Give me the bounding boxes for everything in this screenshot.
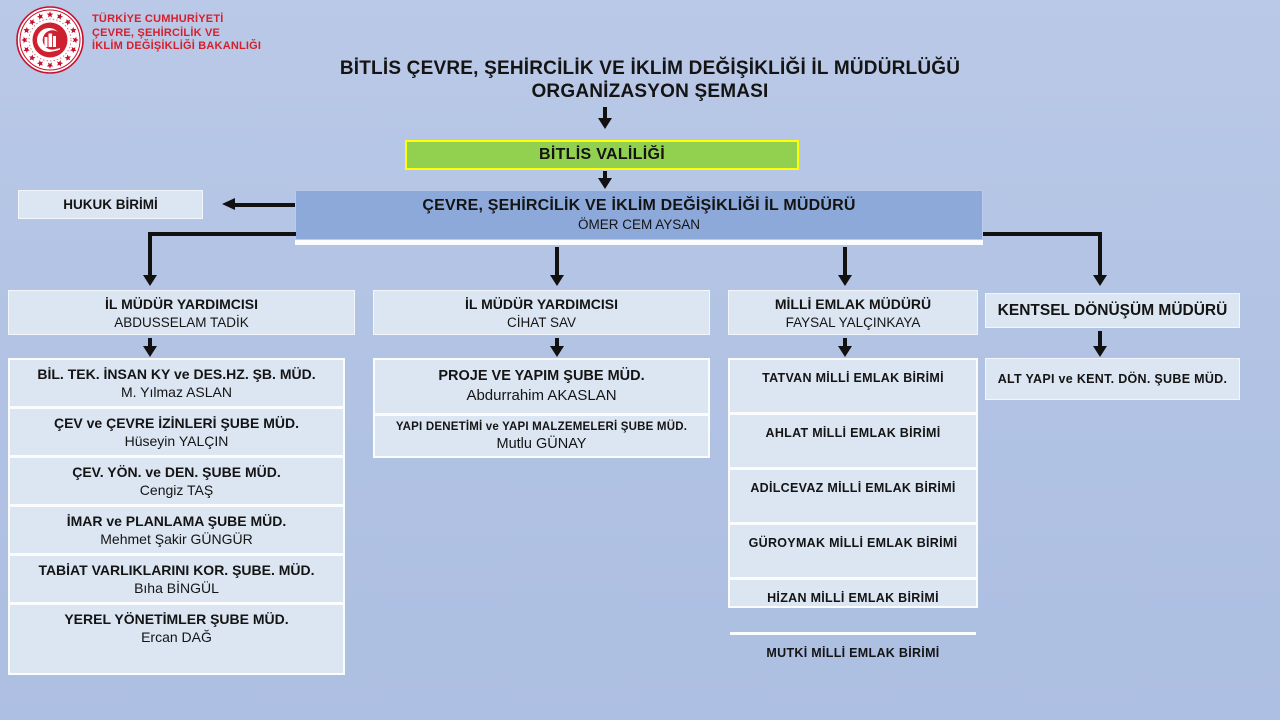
ministry-emblem-icon	[16, 6, 84, 74]
connector-col3	[843, 338, 847, 347]
unit-title: İMAR ve PLANLAMA ŞUBE MÜD.	[66, 513, 287, 529]
director-box-title: ÇEVRE, ŞEHİRCİLİK VE İKLİM DEĞİŞİKLİĞİ İ…	[422, 197, 856, 214]
arrow-down-icon	[1093, 275, 1107, 286]
arrow-down-icon	[143, 346, 157, 357]
org-unit-row: ÇEV ve ÇEVRE İZİNLERİ ŞUBE MÜD. Hüseyin …	[10, 409, 343, 458]
connector-right-horizontal	[983, 232, 1102, 236]
connector-title-governor	[603, 107, 607, 119]
unit-name: Cengiz TAŞ	[139, 482, 214, 498]
arrow-down-icon	[550, 346, 564, 357]
org-unit-row: YEREL YÖNETİMLER ŞUBE MÜD. Ercan DAĞ	[10, 605, 343, 651]
connector-col2	[555, 338, 559, 347]
org-unit-row: YAPI DENETİMİ ve YAPI MALZEMELERİ ŞUBE M…	[375, 416, 708, 459]
arrow-down-icon	[598, 178, 612, 189]
connector-deputy2-vertical	[555, 247, 559, 276]
deputy-name: FAYSAL YALÇINKAYA	[785, 314, 921, 330]
org-unit-row: GÜROYMAK MİLLİ EMLAK BİRİMİ	[730, 525, 976, 580]
unit-name: Bıha BİNGÜL	[134, 580, 219, 596]
connector-right-vertical	[1098, 232, 1102, 276]
unit-name: Mutlu GÜNAY	[496, 436, 587, 452]
unit-name: M. Yılmaz ASLAN	[120, 384, 232, 400]
connector-col4	[1098, 331, 1102, 347]
connector-director-legal	[235, 202, 295, 207]
org-unit-row: HİZAN MİLLİ EMLAK BİRİMİ	[730, 580, 976, 635]
page-title-line2: ORGANİZASYON ŞEMASI	[531, 80, 769, 102]
unit-title: YEREL YÖNETİMLER ŞUBE MÜD.	[64, 611, 289, 627]
deputy-box-3: MİLLİ EMLAK MÜDÜRÜ FAYSAL YALÇINKAYA	[728, 290, 978, 335]
director-box: ÇEVRE, ŞEHİRCİLİK VE İKLİM DEĞİŞİKLİĞİ İ…	[295, 190, 983, 240]
page-title: BİTLİS ÇEVRE, ŞEHİRCİLİK VE İKLİM DEĞİŞİ…	[280, 58, 1020, 103]
unit-title: ALT YAPI ve KENT. DÖN. ŞUBE MÜD.	[997, 372, 1228, 386]
org-unit-row: MUTKİ MİLLİ EMLAK BİRİMİ	[766, 646, 940, 660]
org-unit-row: TABİAT VARLIKLARINI KOR. ŞUBE. MÜD. Bıha…	[10, 556, 343, 605]
connector-governor-director	[603, 171, 607, 179]
connector-left-horizontal	[148, 232, 296, 236]
deputy-box-4: KENTSEL DÖNÜŞÜM MÜDÜRÜ	[985, 293, 1240, 328]
arrow-down-icon	[838, 275, 852, 286]
director-box-name: ÖMER CEM AYSAN	[577, 217, 701, 232]
column-milli-emlak-units: TATVAN MİLLİ EMLAK BİRİMİ AHLAT MİLLİ EM…	[728, 358, 978, 660]
org-unit-row: ÇEV. YÖN. ve DEN. ŞUBE MÜD. Cengiz TAŞ	[10, 458, 343, 507]
unit-name: Ercan DAĞ	[141, 629, 212, 645]
unit-title: ÇEV ve ÇEVRE İZİNLERİ ŞUBE MÜD.	[53, 415, 300, 431]
legal-unit-box: HUKUK BİRİMİ	[18, 190, 203, 219]
arrow-left-icon	[222, 198, 235, 210]
arrow-down-icon	[550, 275, 564, 286]
unit-name: Mehmet Şakir GÜNGÜR	[100, 531, 253, 547]
director-box-shadow	[295, 240, 983, 245]
unit-title: BİL. TEK. İNSAN KY ve DES.HZ. ŞB. MÜD.	[37, 366, 316, 382]
deputy-name: CİHAT SAV	[506, 314, 577, 330]
connector-col1	[148, 338, 152, 347]
org-unit-row: BİL. TEK. İNSAN KY ve DES.HZ. ŞB. MÜD. M…	[10, 360, 343, 409]
deputy-title: MİLLİ EMLAK MÜDÜRÜ	[774, 295, 932, 312]
deputy-title: KENTSEL DÖNÜŞÜM MÜDÜRÜ	[997, 302, 1228, 319]
deputy-box-1: İL MÜDÜR YARDIMCISI ABDUSSELAM TADİK	[8, 290, 355, 335]
unit-title: PROJE VE YAPIM ŞUBE MÜD.	[438, 368, 645, 384]
unit-name: Abdurrahim AKASLAN	[466, 387, 617, 404]
legal-unit-label: HUKUK BİRİMİ	[63, 197, 158, 212]
arrow-down-icon	[838, 346, 852, 357]
connector-deputy3-vertical	[843, 247, 847, 276]
ministry-name-line2: ÇEVRE, ŞEHİRCİLİK VE	[92, 26, 221, 39]
deputy-title: İL MÜDÜR YARDIMCISI	[465, 295, 618, 312]
org-unit-row: İMAR ve PLANLAMA ŞUBE MÜD. Mehmet Şakir …	[10, 507, 343, 556]
org-unit-row: TATVAN MİLLİ EMLAK BİRİMİ	[730, 360, 976, 415]
deputy-box-2: İL MÜDÜR YARDIMCISI CİHAT SAV	[373, 290, 710, 335]
governor-box: BİTLİS VALİLİĞİ	[405, 140, 799, 170]
unit-title: ÇEV. YÖN. ve DEN. ŞUBE MÜD.	[72, 464, 281, 480]
deputy-title: İL MÜDÜR YARDIMCISI	[105, 295, 258, 312]
page-title-line1: BİTLİS ÇEVRE, ŞEHİRCİLİK VE İKLİM DEĞİŞİ…	[339, 58, 961, 79]
org-unit-row: AHLAT MİLLİ EMLAK BİRİMİ	[730, 415, 976, 470]
ministry-name-line3: İKLİM DEĞİŞİKLİĞİ BAKANLIĞI	[92, 40, 262, 52]
org-unit-row: PROJE VE YAPIM ŞUBE MÜD. Abdurrahim AKAS…	[375, 360, 708, 416]
ministry-name: TÜRKİYE CUMHURİYETİ ÇEVRE, ŞEHİRCİLİK VE…	[92, 13, 261, 54]
arrow-down-icon	[143, 275, 157, 286]
unit-title: YAPI DENETİMİ ve YAPI MALZEMELERİ ŞUBE M…	[395, 421, 688, 433]
arrow-down-icon	[1093, 346, 1107, 357]
unit-name: Hüseyin YALÇIN	[124, 433, 229, 449]
unit-title: TABİAT VARLIKLARINI KOR. ŞUBE. MÜD.	[38, 562, 315, 578]
column-branch-managers: BİL. TEK. İNSAN KY ve DES.HZ. ŞB. MÜD. M…	[8, 358, 345, 675]
deputy-name: ABDUSSELAM TADİK	[114, 314, 249, 330]
column-kentsel-donusum-unit: ALT YAPI ve KENT. DÖN. ŞUBE MÜD.	[985, 358, 1240, 400]
org-unit-row: ADİLCEVAZ MİLLİ EMLAK BİRİMİ	[730, 470, 976, 525]
governor-box-label: BİTLİS VALİLİĞİ	[539, 146, 665, 163]
column-project-units: PROJE VE YAPIM ŞUBE MÜD. Abdurrahim AKAS…	[373, 358, 710, 458]
ministry-name-line1: TÜRKİYE CUMHURİYETİ	[92, 13, 224, 25]
arrow-down-icon	[598, 118, 612, 129]
connector-left-vertical	[148, 232, 152, 276]
